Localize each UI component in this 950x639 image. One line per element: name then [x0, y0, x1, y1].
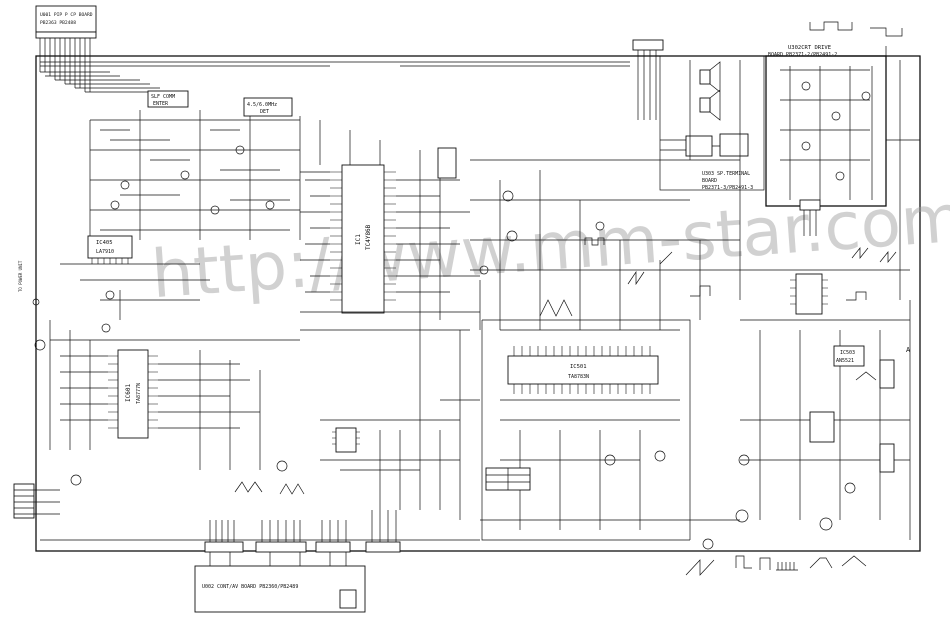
sp-terminal-board: U303 SP.TERMINAL BOARD PB2371-3/PB2491-3 — [632, 39, 765, 191]
svg-text:TO POWER UNIT: TO POWER UNIT — [18, 260, 23, 292]
waveform — [234, 481, 263, 493]
main-board-frame — [35, 55, 921, 552]
deflection-section — [470, 159, 740, 330]
svg-text:TA8783N: TA8783N — [568, 374, 589, 380]
waveform — [279, 483, 305, 495]
svg-text:PB2363 PB2488: PB2363 PB2488 — [40, 20, 76, 26]
ic501: IC501 TA8783N — [481, 319, 691, 541]
ic601: IC601 TA8777N — [34, 320, 300, 486]
crt-drive-board: U302CRT DRIVE BOARD PB2371-2/PB2491-2 — [765, 21, 920, 236]
svg-text:U002 CONT/AV BOARD PB2360/PB24: U002 CONT/AV BOARD PB2360/PB2489 — [202, 584, 298, 590]
svg-text:SLF COMM: SLF COMM — [151, 94, 175, 100]
svg-text:LA7910: LA7910 — [96, 249, 114, 255]
svg-text:ENTER: ENTER — [153, 101, 169, 107]
left-power-node: TO POWER UNIT — [18, 260, 40, 306]
svg-text:TC4Y86B: TC4Y86B — [365, 224, 372, 250]
svg-text:BOARD: BOARD — [702, 178, 717, 184]
ic405: IC405 LA7910 — [60, 235, 210, 320]
right-section: IC503 AN5521 A — [702, 247, 911, 550]
svg-text:BOARD PB2371-2/PB2491-2: BOARD PB2371-2/PB2491-2 — [768, 52, 837, 58]
audio-ic — [320, 419, 460, 510]
pip-board: U001 PIP P CP BOARD PB2363 PB2488 — [35, 5, 170, 93]
svg-text:4.5/6.0MHz: 4.5/6.0MHz — [247, 102, 277, 108]
left-av-connector — [13, 483, 60, 519]
svg-text:AN5521: AN5521 — [836, 358, 854, 364]
watermark: http://www.mm-star.com — [149, 180, 950, 314]
svg-text:IC1: IC1 — [355, 234, 362, 245]
svg-text:IC601: IC601 — [125, 384, 132, 402]
svg-text:PB2371-3/PB2491-3: PB2371-3/PB2491-3 — [702, 185, 753, 191]
svg-text:A: A — [906, 346, 911, 354]
svg-text:DET: DET — [260, 109, 269, 115]
svg-text:U302CRT DRIVE: U302CRT DRIVE — [788, 45, 831, 51]
signal-bus — [40, 61, 740, 541]
bottom-waveforms — [685, 555, 867, 576]
svg-text:IC501: IC501 — [570, 364, 587, 370]
svg-text:U303 SP.TERMINAL: U303 SP.TERMINAL — [702, 171, 750, 177]
if-section: SLF COMM ENTER 4.5/6.0MHz DET — [89, 90, 301, 240]
cont-av-board: U002 CONT/AV BOARD PB2360/PB2489 — [194, 510, 401, 613]
signal-bus — [689, 60, 911, 540]
svg-text:U001 PIP P CP BOARD: U001 PIP P CP BOARD — [40, 12, 93, 18]
svg-text:TA8777N: TA8777N — [136, 383, 142, 404]
svg-text:IC405: IC405 — [96, 240, 113, 246]
main-ic: IC1 TC4Y86B — [300, 120, 480, 320]
svg-text:IC503: IC503 — [840, 350, 855, 356]
